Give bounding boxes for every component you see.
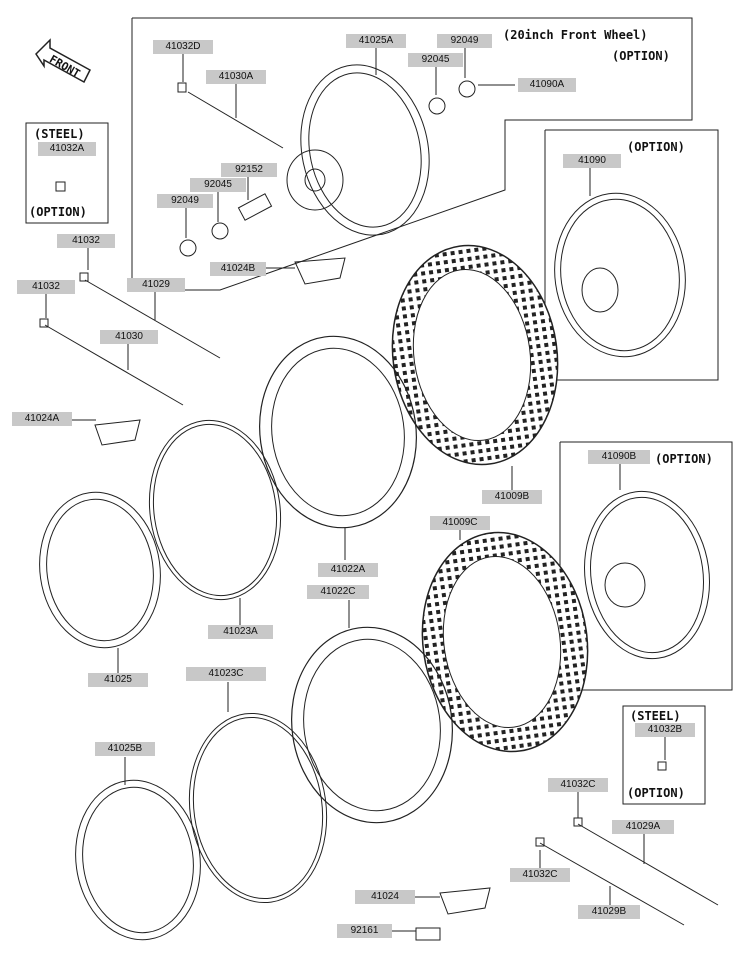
part-label-41032-1[interactable]: 41032 — [57, 234, 115, 248]
part-label-41024b[interactable]: 41024B — [210, 262, 266, 276]
part-label-41030[interactable]: 41030 — [100, 330, 158, 344]
note-steel-b: (STEEL) — [630, 709, 681, 723]
part-label-41025b[interactable]: 41025B — [95, 742, 155, 756]
part-label-41029[interactable]: 41029 — [127, 278, 185, 292]
seal-92049-top-shape — [458, 80, 476, 98]
part-label-41032b[interactable]: 41032B — [635, 723, 695, 737]
part-label-41090a[interactable]: 41090A — [518, 78, 576, 92]
part-label-41009c[interactable]: 41009C — [430, 516, 490, 530]
spoke-41029a-shape — [577, 823, 719, 906]
part-label-41032c-1[interactable]: 41032C — [548, 778, 608, 792]
steel-box-b-outline — [622, 705, 706, 805]
spoke-41029-shape — [84, 279, 221, 359]
part-label-41023c[interactable]: 41023C — [186, 667, 266, 681]
part-label-92161[interactable]: 92161 — [337, 924, 392, 938]
part-label-41090b[interactable]: 41090B — [588, 450, 650, 464]
part-label-92045-b[interactable]: 92045 — [190, 178, 246, 192]
note-option-41090b: (OPTION) — [655, 452, 713, 466]
front-arrow-icon: FRONT — [35, 38, 91, 84]
note-option-top: (OPTION) — [612, 49, 670, 63]
tube-41022a-shape — [259, 335, 417, 529]
rimlock-41024-shape — [439, 887, 491, 915]
part-label-41009b[interactable]: 41009B — [482, 490, 542, 504]
collar-92152-shape — [237, 193, 273, 221]
part-label-41029b[interactable]: 41029B — [578, 905, 640, 919]
part-label-41032d[interactable]: 41032D — [153, 40, 213, 54]
option-box-41090-outline — [544, 129, 719, 381]
part-label-41022a[interactable]: 41022A — [318, 563, 378, 577]
part-label-41024a[interactable]: 41024A — [12, 412, 72, 426]
part-label-41023a[interactable]: 41023A — [208, 625, 273, 639]
note-option-41090: (OPTION) — [627, 140, 685, 154]
nipple-41032d-shape — [177, 82, 187, 93]
rim-41025b-shape — [75, 779, 201, 941]
wheel-41090-shape — [554, 192, 686, 358]
note-option-a: (OPTION) — [29, 205, 87, 219]
part-label-41022c[interactable]: 41022C — [307, 585, 369, 599]
part-label-92045-top[interactable]: 92045 — [408, 53, 463, 67]
part-label-41032-2[interactable]: 41032 — [17, 280, 75, 294]
rimlock-41024a-shape — [94, 419, 141, 446]
bearing-92045-top-shape — [428, 97, 446, 115]
rimlock-41024b-shape — [294, 257, 346, 285]
rimband-41023a-shape — [148, 419, 282, 601]
hub-shape — [286, 149, 344, 211]
bearing-92045-b-shape — [211, 222, 229, 240]
rimband-41023c-shape — [188, 712, 328, 904]
seal-92049-b-shape — [179, 239, 197, 257]
part-label-92152[interactable]: 92152 — [221, 163, 277, 177]
note-20inch-front-wheel: (20inch Front Wheel) — [503, 28, 648, 42]
part-label-41030a[interactable]: 41030A — [206, 70, 266, 84]
part-label-41032c-2[interactable]: 41032C — [510, 868, 570, 882]
part-label-41029a[interactable]: 41029A — [612, 820, 674, 834]
spoke-41030-shape — [44, 324, 184, 406]
note-steel-a: (STEEL) — [34, 127, 85, 141]
spoke-41030a-shape — [187, 91, 284, 149]
note-option-b: (OPTION) — [627, 786, 685, 800]
part-label-41090[interactable]: 41090 — [563, 154, 621, 168]
part-label-41032a[interactable]: 41032A — [38, 142, 96, 156]
rim-41025a-shape — [300, 64, 430, 236]
part-label-92049-top[interactable]: 92049 — [437, 34, 492, 48]
wheel-41090b-shape — [584, 490, 710, 660]
part-label-92049-b[interactable]: 92049 — [157, 194, 213, 208]
part-label-41024[interactable]: 41024 — [355, 890, 415, 904]
rim-41025-shape — [39, 491, 161, 649]
spoke-41029b-shape — [539, 842, 685, 926]
part-label-41025a[interactable]: 41025A — [346, 34, 406, 48]
part-label-41025[interactable]: 41025 — [88, 673, 148, 687]
steel-box-a-outline — [25, 122, 109, 224]
weight-92161-shape — [415, 927, 441, 941]
